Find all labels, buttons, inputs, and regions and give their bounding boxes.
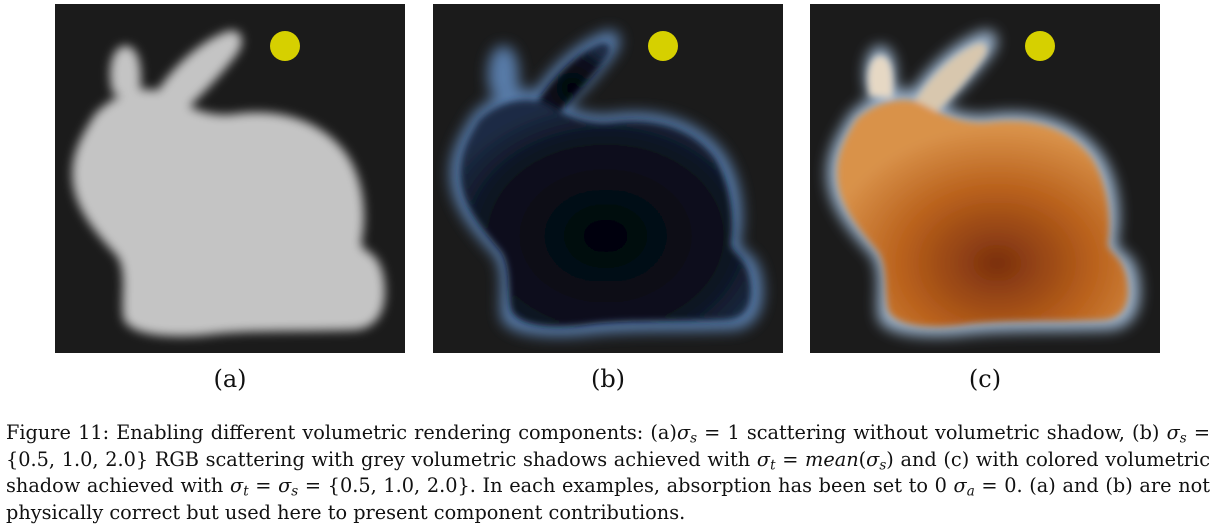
bunny-ear-back xyxy=(110,45,141,100)
subfigure-label-a: (a) xyxy=(213,365,247,393)
bunny-body xyxy=(460,100,752,327)
subfigure-label-b: (b) xyxy=(590,365,626,393)
figure-panel-c xyxy=(810,4,1160,353)
figure-panel-b xyxy=(433,4,783,353)
bunny-body xyxy=(837,100,1129,327)
bunny-render-a xyxy=(72,30,385,337)
bunny-ear-back xyxy=(867,55,893,98)
light-source-dot xyxy=(648,31,678,61)
bunny-ear-front xyxy=(535,43,610,118)
subfigure-label-c: (c) xyxy=(968,365,1002,393)
figure-panel-a xyxy=(55,4,405,353)
bunny-ear-front xyxy=(150,30,242,121)
bunny-ear-front xyxy=(912,43,987,118)
bunny-render-c xyxy=(827,30,1140,337)
light-source-dot xyxy=(270,31,300,61)
bunny-render-b xyxy=(450,30,763,337)
figure-caption: Figure 11: Enabling different volumetric… xyxy=(6,421,1210,524)
light-source-dot xyxy=(1025,31,1055,61)
bunny-body xyxy=(72,89,385,337)
